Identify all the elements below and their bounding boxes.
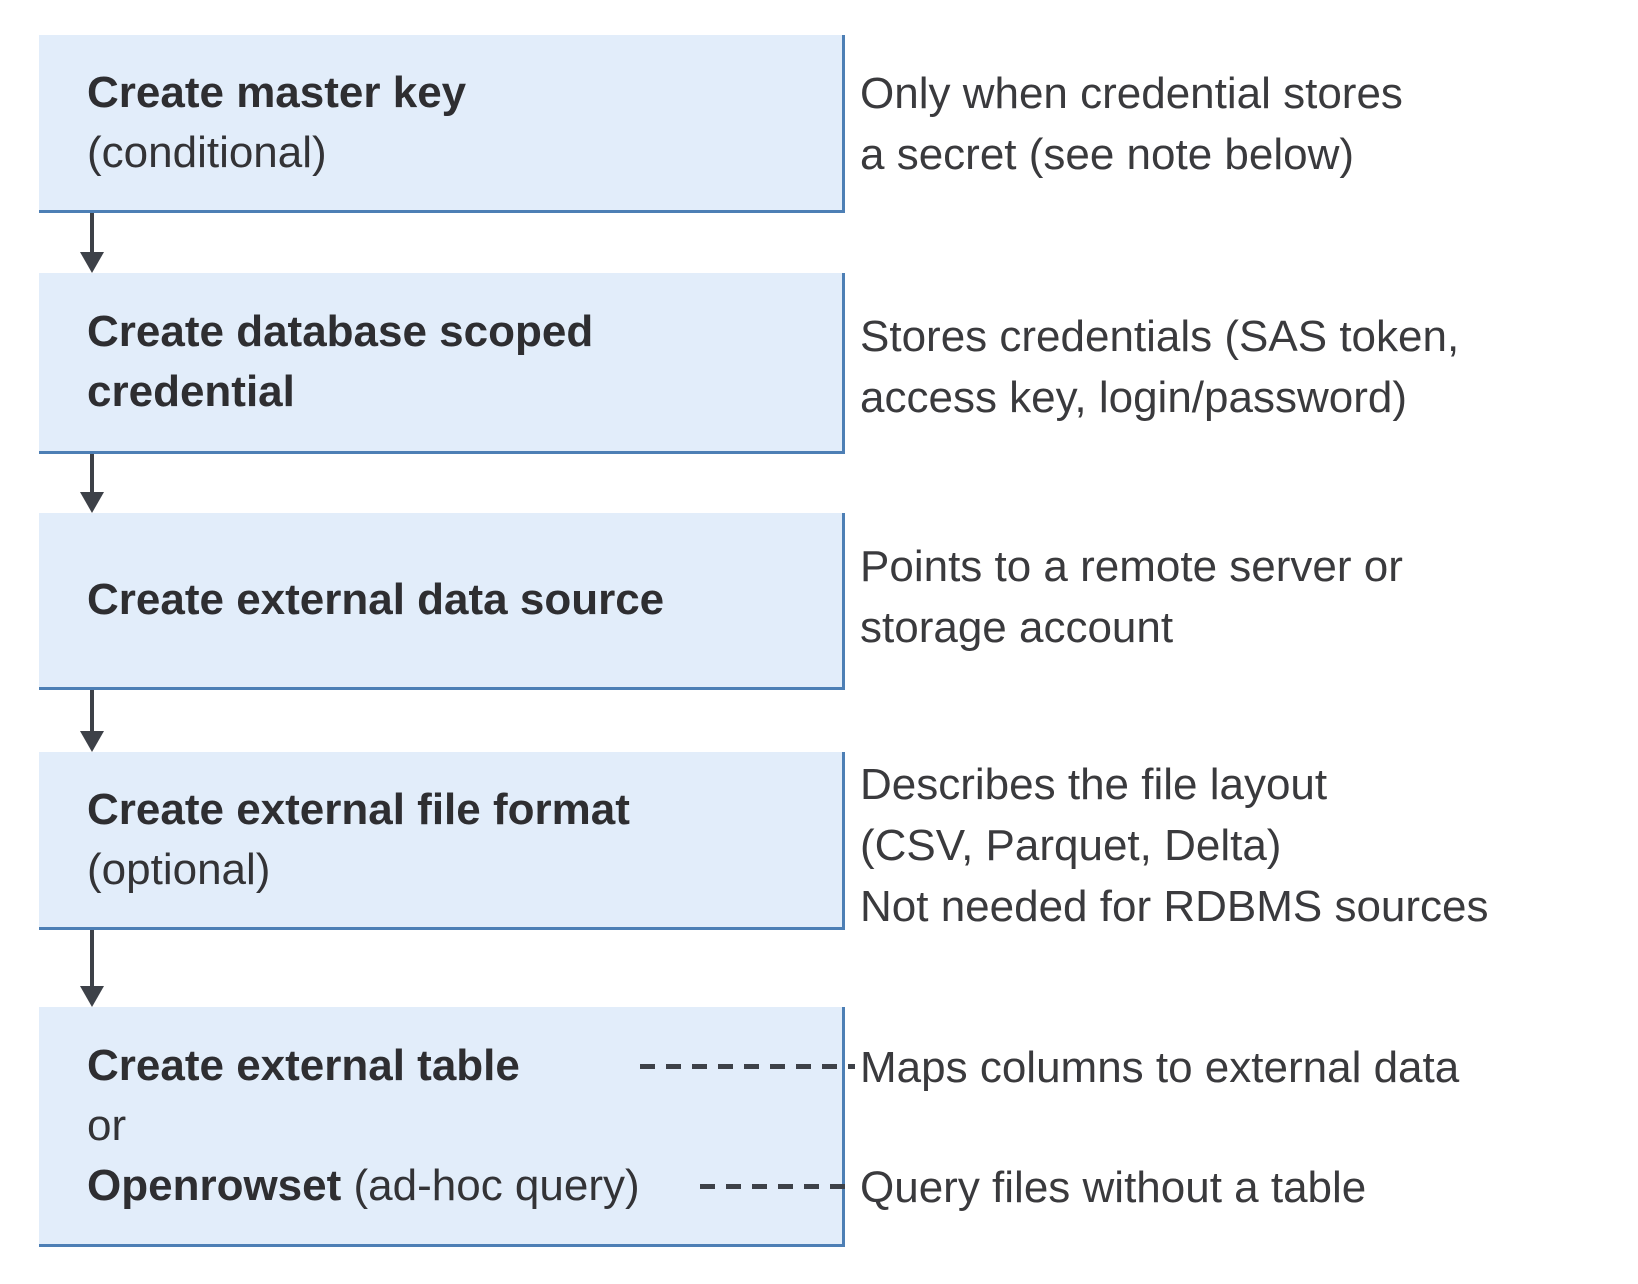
note-line: storage account bbox=[860, 603, 1174, 652]
note-external-data-source: Points to a remote server or storage acc… bbox=[860, 536, 1403, 658]
dashed-connector-openrowset bbox=[700, 1184, 855, 1189]
note-scoped-credential: Stores credentials (SAS token, access ke… bbox=[860, 306, 1459, 428]
flow-arrow-down-icon bbox=[80, 930, 104, 1007]
note-line: Only when credential stores bbox=[860, 69, 1403, 118]
step-option-openrowset: Openrowset (ad-hoc query) bbox=[87, 1156, 842, 1216]
step-box-master-key: Create master key (conditional) bbox=[39, 35, 845, 213]
arrow-shaft bbox=[90, 930, 94, 988]
arrow-head bbox=[80, 492, 104, 513]
note-line: Points to a remote server or bbox=[860, 542, 1403, 591]
note-line: Not needed for RDBMS sources bbox=[860, 882, 1489, 931]
arrow-head bbox=[80, 986, 104, 1007]
step-or-word: or bbox=[87, 1100, 127, 1150]
note-openrowset: Query files without a table bbox=[860, 1163, 1367, 1212]
dashed-connector-external-table bbox=[640, 1064, 855, 1069]
note-line: Describes the file layout bbox=[860, 760, 1328, 809]
step-title: Create external data source bbox=[87, 575, 665, 624]
flow-arrow-down-icon bbox=[80, 454, 104, 513]
openrowset-label: Openrowset bbox=[87, 1160, 342, 1210]
note-external-file-format: Describes the file layout (CSV, Parquet,… bbox=[860, 754, 1489, 937]
note-line: (CSV, Parquet, Delta) bbox=[860, 821, 1282, 870]
step-qualifier: (optional) bbox=[87, 844, 271, 894]
step-option-external-table: Create external table bbox=[87, 1040, 520, 1090]
step-title-line: credential bbox=[87, 367, 295, 416]
flow-arrow-down-icon bbox=[80, 690, 104, 752]
note-line: access key, login/password) bbox=[860, 373, 1407, 422]
step-box-external-data-source: Create external data source bbox=[39, 513, 845, 690]
arrow-head bbox=[80, 731, 104, 752]
flow-arrow-down-icon bbox=[80, 213, 104, 273]
arrow-shaft bbox=[90, 454, 94, 494]
arrow-head bbox=[80, 252, 104, 273]
step-title-line: Create database scoped bbox=[87, 307, 594, 356]
step-title: Create master key bbox=[87, 67, 467, 117]
note-master-key: Only when credential stores a secret (se… bbox=[860, 63, 1403, 185]
step-box-scoped-credential: Create database scoped credential bbox=[39, 273, 845, 454]
step-title: Create external file format bbox=[87, 784, 630, 834]
note-line: Stores credentials (SAS token, bbox=[860, 312, 1460, 361]
step-qualifier: (conditional) bbox=[87, 127, 327, 177]
step-box-external-file-format: Create external file format (optional) bbox=[39, 752, 845, 930]
step-box-external-table-openrowset: Create external table or Openrowset (ad-… bbox=[39, 1007, 845, 1247]
arrow-shaft bbox=[90, 213, 94, 254]
openrowset-suffix: (ad-hoc query) bbox=[341, 1160, 640, 1210]
arrow-shaft bbox=[90, 690, 94, 733]
note-line: a secret (see note below) bbox=[860, 130, 1355, 179]
note-external-table: Maps columns to external data bbox=[860, 1043, 1460, 1092]
